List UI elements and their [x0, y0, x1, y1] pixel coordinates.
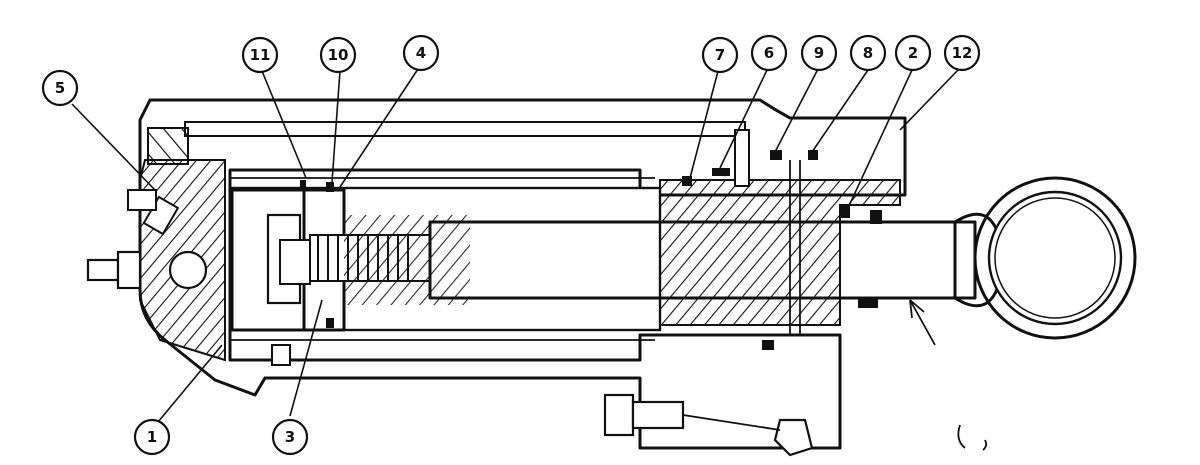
svg-text:11: 11	[250, 46, 271, 64]
svg-text:10: 10	[328, 46, 349, 64]
svg-text:5: 5	[55, 79, 65, 97]
callout-11: 11	[241, 36, 279, 74]
scan-mark	[957, 424, 988, 451]
svg-text:6: 6	[764, 44, 774, 62]
svg-text:2: 2	[908, 44, 918, 62]
svg-text:4: 4	[416, 44, 426, 62]
callout-1: 1	[133, 418, 171, 456]
callout-3: 3	[271, 418, 309, 456]
callout-9: 9	[800, 34, 838, 72]
callout-2: 2	[894, 34, 932, 72]
svg-text:1: 1	[147, 428, 157, 446]
callout-12: 12	[943, 34, 981, 72]
callout-8: 8	[849, 34, 887, 72]
piston-rod	[428, 176, 1137, 340]
outer-housing	[138, 98, 907, 450]
callout-6: 6	[750, 34, 788, 72]
leader-lines	[71, 68, 959, 423]
svg-text:9: 9	[814, 44, 824, 62]
gland-seals	[682, 150, 882, 350]
grease-fitting	[86, 189, 208, 290]
pointer-arrow	[909, 299, 936, 346]
callout-4: 4	[402, 34, 440, 72]
svg-text:7: 7	[715, 46, 725, 64]
svg-text:12: 12	[952, 44, 973, 62]
tie-rod	[184, 121, 746, 137]
callout-10: 10	[319, 36, 357, 74]
callout-5: 5	[41, 69, 79, 107]
port-fitting	[271, 344, 814, 457]
svg-text:3: 3	[285, 428, 295, 446]
callout-7: 7	[701, 36, 739, 74]
svg-text:8: 8	[863, 44, 873, 62]
